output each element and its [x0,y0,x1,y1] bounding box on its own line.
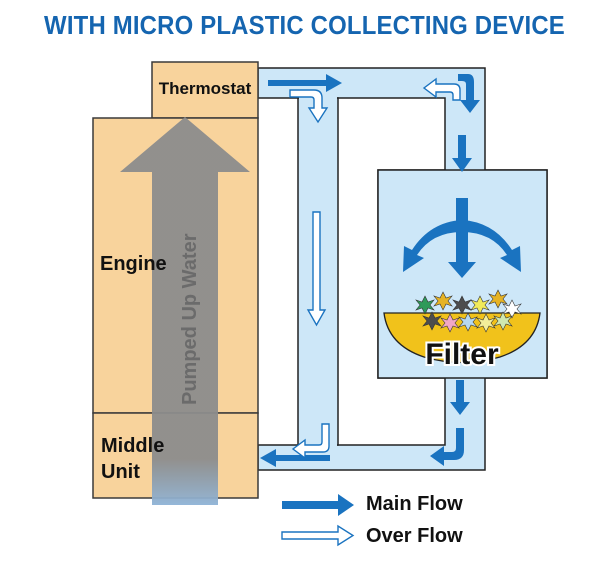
thermostat-box [151,61,259,119]
legend-over-flow-arrow [281,524,355,547]
particle [476,313,496,333]
particle [470,295,490,315]
pumped-up-water-arrow [120,117,250,505]
main-flow-arrow-filter-left [403,220,462,272]
over-flow-arrow-top-right-bend [422,77,461,101]
legend-main-flow-arrow [282,494,354,516]
main-flow-arrow-bottom [260,449,330,467]
over-flow-arrows [289,77,461,460]
over-flow-arrow-bypass-down [306,211,327,327]
pipe-system [257,67,548,471]
legend: Main Flow Over Flow [281,493,463,547]
particle [422,311,442,331]
particle [433,291,453,311]
over-flow-arrow-bottom-bend [291,423,330,460]
main-flow-arrow-top [268,74,342,92]
engine-label: Engine [100,253,167,275]
legend-main-flow-label: Main Flow [366,493,463,515]
main-flow-arrow-corner-top-right [458,74,480,113]
middle-unit-label-line2: Unit [101,461,140,483]
main-flow-arrow-out-filter [450,380,470,415]
particle [502,299,522,319]
microplastic-particles [415,289,522,333]
middle-unit-label-line1: Middle [101,435,164,457]
main-flow-arrow-into-filter [452,135,472,172]
main-flow-arrow-corner-bottom-right [430,428,464,466]
main-flow-arrow-filter-center [448,198,476,278]
particle [493,311,513,331]
particle [458,312,478,332]
diagram-title: WITH MICRO PLASTIC COLLECTING DEVICE [44,10,565,40]
legend-over-flow-label: Over Flow [366,525,463,547]
filter-label: Filter [425,338,499,371]
particle [440,313,460,333]
particle [488,289,508,309]
main-flow-arrows [260,74,521,467]
main-flow-arrow-filter-right [462,220,521,272]
pumped-up-water-label: Pumped Up Water [179,233,201,405]
particle [415,295,435,315]
over-flow-arrow-top-left-bend [289,89,329,124]
thermostat-label: Thermostat [159,79,252,98]
